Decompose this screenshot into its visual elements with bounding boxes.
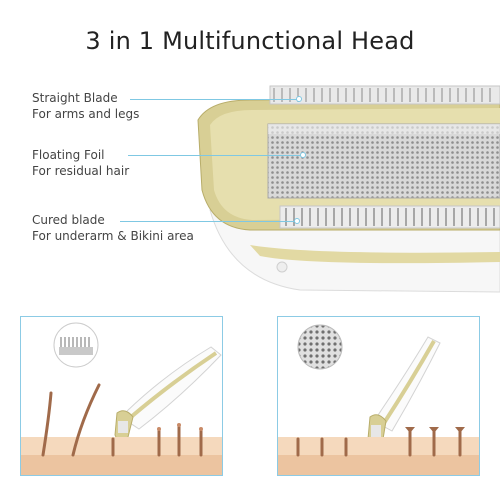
callout-detail: For residual hair	[32, 164, 130, 178]
comb-blade-icon	[53, 322, 99, 368]
leader-line	[128, 155, 303, 156]
blade-demo-illustration	[21, 322, 222, 475]
callout-detail: For arms and legs	[32, 107, 140, 121]
callout-cured-blade: Cured blade For underarm & Bikini area	[32, 212, 194, 244]
callout-detail: For underarm & Bikini area	[32, 229, 194, 243]
callout-title: Cured blade	[32, 213, 105, 227]
callout-title: Straight Blade	[32, 91, 118, 105]
leader-dot	[296, 96, 302, 102]
blade-demo-panel	[20, 316, 223, 476]
leader-dot	[294, 218, 300, 224]
leader-line	[130, 99, 298, 100]
foil-demo-illustration	[278, 324, 479, 475]
leader-dot	[300, 152, 306, 158]
foil-demo-panel	[277, 316, 480, 476]
mesh-foil-icon	[297, 324, 343, 370]
shaver-head-illustration	[197, 85, 500, 293]
callout-floating-foil: Floating Foil For residual hair	[32, 147, 129, 179]
callout-straight-blade: Straight Blade For arms and legs	[32, 90, 139, 122]
page-title: 3 in 1 Multifunctional Head	[85, 27, 415, 55]
leader-line	[120, 221, 296, 222]
callout-title: Floating Foil	[32, 148, 105, 162]
